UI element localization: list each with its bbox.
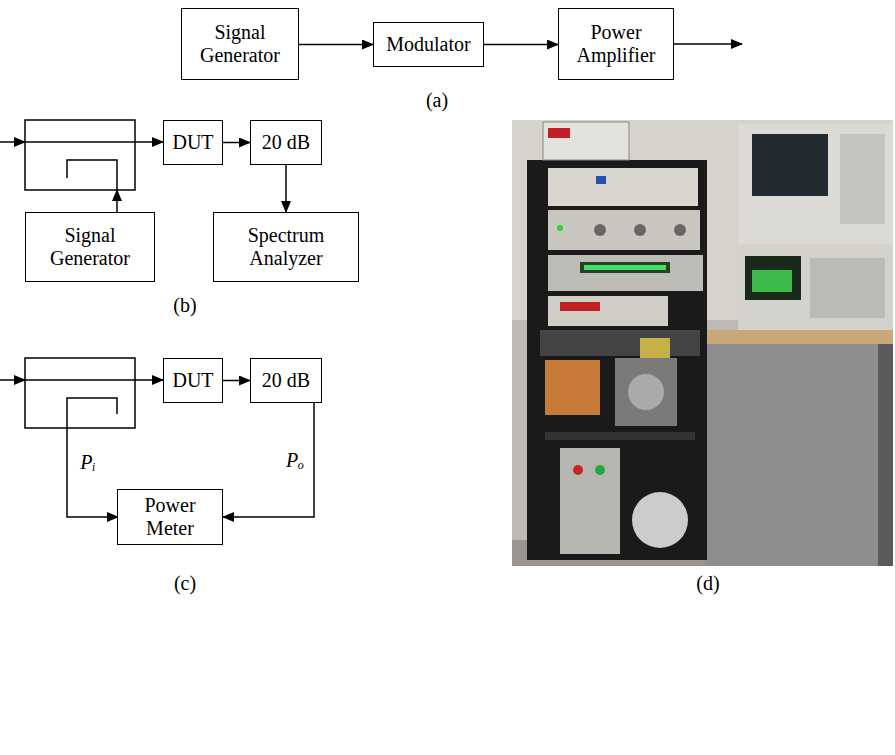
box-label: Signal Generator <box>187 21 293 67</box>
box-label: DUT <box>172 131 213 154</box>
directional-coupler <box>25 120 135 190</box>
coupler-coupled-line <box>67 160 117 190</box>
photo-instrument <box>548 255 703 291</box>
photo-display <box>580 262 670 273</box>
port-label: Pᵢ <box>80 451 95 473</box>
box-label: Signal Generator <box>31 224 149 270</box>
photo-board <box>545 360 600 415</box>
generator-to-coupler-arrow <box>116 190 118 212</box>
signal-arrow <box>223 380 250 382</box>
photo-spectrum-analyzer <box>738 248 893 330</box>
photo-display <box>560 302 600 311</box>
photo-screen <box>752 134 828 196</box>
instrument-box: DUT <box>163 120 223 165</box>
coupler-through-line <box>25 379 135 381</box>
box-label: Power Meter <box>123 494 217 540</box>
input-arrow <box>0 379 25 381</box>
box-label: 20 dB <box>262 369 310 392</box>
photo-keypad <box>810 258 885 318</box>
instrument-box: Signal Generator <box>25 212 155 282</box>
signal-arrow <box>223 142 250 144</box>
coupler-to-dut-arrow <box>135 379 163 381</box>
photo-cylinder <box>632 492 688 548</box>
instrument-box: 20 dB <box>250 120 322 165</box>
instrument-box: Spectrum Analyzer <box>213 212 359 282</box>
photo-knob <box>634 224 646 236</box>
photo-network-analyzer <box>738 124 893 244</box>
panel-label: (b) <box>173 294 196 316</box>
signal-arrow <box>299 44 373 46</box>
coupler-through-line <box>25 141 135 143</box>
lab-photo <box>512 120 893 566</box>
box-label: Power Amplifier <box>564 21 668 67</box>
box-label: 20 dB <box>262 131 310 154</box>
panel-label: (d) <box>696 572 719 594</box>
photo-knob <box>594 224 606 236</box>
instrument-box: Power Amplifier <box>558 8 674 80</box>
coupler-coupled-line <box>67 398 117 428</box>
photo-shelf <box>545 432 695 440</box>
signal-arrow <box>484 44 558 46</box>
signal-arrow <box>285 165 287 212</box>
output-arrow <box>673 43 742 45</box>
input-arrow <box>0 141 25 143</box>
instrument-box: 20 dB <box>250 358 322 403</box>
signal-arrow <box>223 403 314 517</box>
photo-display <box>548 128 570 138</box>
photo-digits <box>584 265 666 270</box>
instrument-box: DUT <box>163 358 223 403</box>
photo-trace <box>752 270 792 292</box>
photo-flange <box>628 374 664 410</box>
photo-lead <box>573 465 583 475</box>
photo-lead <box>595 465 605 475</box>
photo-cabinet <box>705 344 893 566</box>
photo-cabinet-edge <box>878 344 893 566</box>
photo-mount <box>615 358 677 426</box>
photo-instrument <box>548 210 700 250</box>
photo-tag <box>596 176 606 184</box>
photo-knob <box>674 224 686 236</box>
instrument-box: Signal Generator <box>181 8 299 80</box>
photo-screen <box>745 256 801 300</box>
photo-rack <box>527 160 707 560</box>
photo-cables <box>540 330 700 356</box>
photo-instrument <box>548 168 698 206</box>
photo-table <box>700 330 893 344</box>
photo-keypad <box>840 134 885 224</box>
photo-block <box>640 338 670 358</box>
photo-led <box>557 225 563 231</box>
photo-instrument <box>548 296 668 326</box>
coupler-to-dut-arrow <box>135 141 163 143</box>
panel-label: (a) <box>426 89 448 111</box>
panel-label: (c) <box>174 572 196 594</box>
instrument-box: Modulator <box>373 22 484 67</box>
directional-coupler <box>25 358 135 428</box>
box-label: Spectrum Analyzer <box>219 224 353 270</box>
box-label: Modulator <box>386 33 470 56</box>
port-label: Pₒ <box>284 449 306 471</box>
photo-battery <box>560 448 620 554</box>
box-label: DUT <box>172 369 213 392</box>
instrument-box: Power Meter <box>117 489 223 545</box>
photo-instrument <box>543 122 629 160</box>
coupled-power-line <box>67 428 118 517</box>
